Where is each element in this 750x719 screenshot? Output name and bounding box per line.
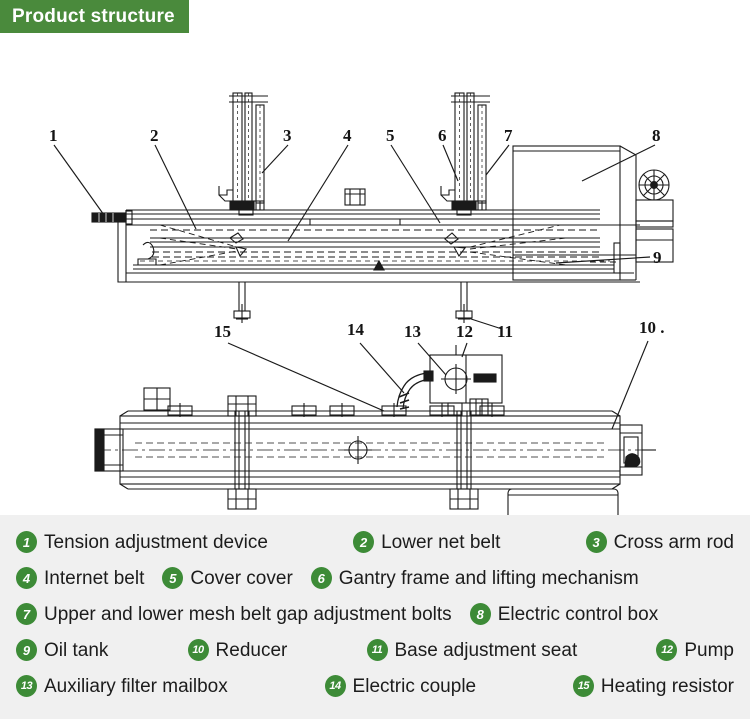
legend-item-13: 13 Auxiliary filter mailbox (16, 675, 228, 697)
legend-badge-13: 13 (16, 675, 37, 697)
legend-item-14: 14 Electric couple (324, 675, 477, 697)
callout-leaders-upper (53, 144, 656, 264)
legend-badge-14: 14 (324, 675, 346, 697)
machine-body-plan (95, 410, 645, 490)
legend-badge-5: 5 (162, 567, 184, 589)
callout-label-5: 5 (386, 126, 395, 145)
legend-item-15: 15 Heating resistor (572, 675, 734, 697)
callout-label-13: 13 (404, 322, 421, 341)
callout-label-2: 2 (150, 126, 159, 145)
legend-item-12: 12 Pump (656, 639, 734, 661)
legend-label-14: Electric couple (352, 675, 477, 697)
legend-item-6: 6 Gantry frame and lifting mechanism (310, 567, 639, 589)
base-adjustment-seats (227, 395, 479, 510)
callout-label-7: 7 (504, 126, 513, 145)
header-banner: Product structure (0, 0, 189, 33)
legend-label-9: Oil tank (44, 639, 109, 661)
legend-badge-1: 1 (16, 531, 37, 553)
side-elevation-view (53, 92, 674, 323)
page-title: Product structure (12, 6, 175, 27)
callout-label-12: 12 (456, 322, 473, 341)
legend-panel: 1 Tension adjustment device 2 Lower net … (0, 515, 750, 719)
legend-badge-6: 6 (310, 567, 332, 589)
left-end-cap-plan (94, 428, 124, 472)
gantry-post-right (440, 92, 490, 211)
oven-body-side (117, 208, 640, 283)
motor-fan-wheel (635, 169, 674, 228)
heating-resistor-fittings (143, 387, 505, 417)
legend-label-2: Lower net belt (381, 531, 501, 553)
legend-item-4: 4 Internet belt (16, 567, 144, 589)
reducer-plan (619, 424, 656, 476)
lower-tank-plan (507, 488, 619, 515)
legend-badge-10: 10 (187, 639, 209, 661)
legend-label-3: Cross arm rod (613, 531, 734, 553)
callout-label-9: 9 (653, 248, 662, 267)
legend-badge-12: 12 (656, 639, 678, 661)
pump-filter-block (429, 345, 503, 416)
legend-label-1: Tension adjustment device (44, 531, 268, 553)
callout-label-1: 1 (49, 126, 58, 145)
diagram-svg: 1 2 3 4 5 6 7 8 9 10 . 11 12 13 14 15 (49, 92, 674, 515)
legend-label-5: Cover cover (190, 567, 293, 589)
legend-item-11: 11 Base adjustment seat (366, 639, 578, 661)
legend-badge-2: 2 (353, 531, 375, 553)
legend-item-7: 7 Upper and lower mesh belt gap adjustme… (16, 603, 452, 625)
callout-label-3: 3 (283, 126, 292, 145)
electric-couple-cable (396, 370, 434, 410)
legend-item-10: 10 Reducer (187, 639, 288, 661)
legend-label-4: Internet belt (44, 567, 145, 589)
legend-item-2: 2 Lower net belt (353, 531, 500, 553)
support-rods (233, 259, 473, 323)
legend-label-8: Electric control box (497, 603, 659, 625)
callout-label-8: 8 (652, 126, 661, 145)
legend-row-4: 9 Oil tank 10 Reducer 11 Base adjustment… (16, 632, 734, 668)
oil-tank-block (513, 228, 674, 274)
legend-badge-4: 4 (16, 567, 37, 589)
legend-row-5: 13 Auxiliary filter mailbox 14 Electric … (16, 668, 734, 704)
product-structure-diagram: 1 2 3 4 5 6 7 8 9 10 . 11 12 13 14 15 (0, 33, 750, 515)
callout-label-4: 4 (343, 126, 352, 145)
callout-label-15: 15 (214, 322, 231, 341)
drain-detail (137, 241, 157, 266)
legend-label-11: Base adjustment seat (394, 639, 578, 661)
callout-label-11: 11 (497, 322, 513, 341)
callout-label-10: 10 . (639, 318, 665, 337)
legend-row-3: 7 Upper and lower mesh belt gap adjustme… (16, 596, 734, 632)
legend-badge-8: 8 (469, 603, 491, 625)
legend-item-5: 5 Cover cover (162, 567, 293, 589)
callout-leaders-lower (227, 317, 649, 430)
legend-badge-11: 11 (366, 639, 388, 661)
legend-row-2: 4 Internet belt 5 Cover cover 6 Gantry f… (16, 560, 734, 596)
legend-item-8: 8 Electric control box (469, 603, 659, 625)
callout-labels: 1 2 3 4 5 6 7 8 9 10 . 11 12 13 14 15 (49, 126, 665, 341)
tension-adjustment-device (91, 210, 133, 225)
legend-badge-3: 3 (585, 531, 607, 553)
legend-badge-9: 9 (16, 639, 37, 661)
legend-label-7: Upper and lower mesh belt gap adjustment… (44, 603, 452, 625)
cover-centre-bracket (344, 188, 366, 206)
legend-label-6: Gantry frame and lifting mechanism (338, 567, 639, 589)
callout-label-14: 14 (347, 320, 365, 339)
plan-view (94, 317, 656, 515)
legend-label-10: Reducer (215, 639, 288, 661)
gantry-post-left (218, 92, 268, 211)
legend-badge-7: 7 (16, 603, 37, 625)
legend-item-1: 1 Tension adjustment device (16, 531, 268, 553)
legend-item-9: 9 Oil tank (16, 639, 108, 661)
legend-label-15: Heating resistor (600, 675, 734, 697)
legend-label-13: Auxiliary filter mailbox (44, 675, 228, 697)
callout-label-6: 6 (438, 126, 447, 145)
legend-row-1: 1 Tension adjustment device 2 Lower net … (16, 524, 734, 560)
legend-badge-15: 15 (572, 675, 594, 697)
legend-label-12: Pump (684, 639, 734, 661)
legend-item-3: 3 Cross arm rod (585, 531, 734, 553)
